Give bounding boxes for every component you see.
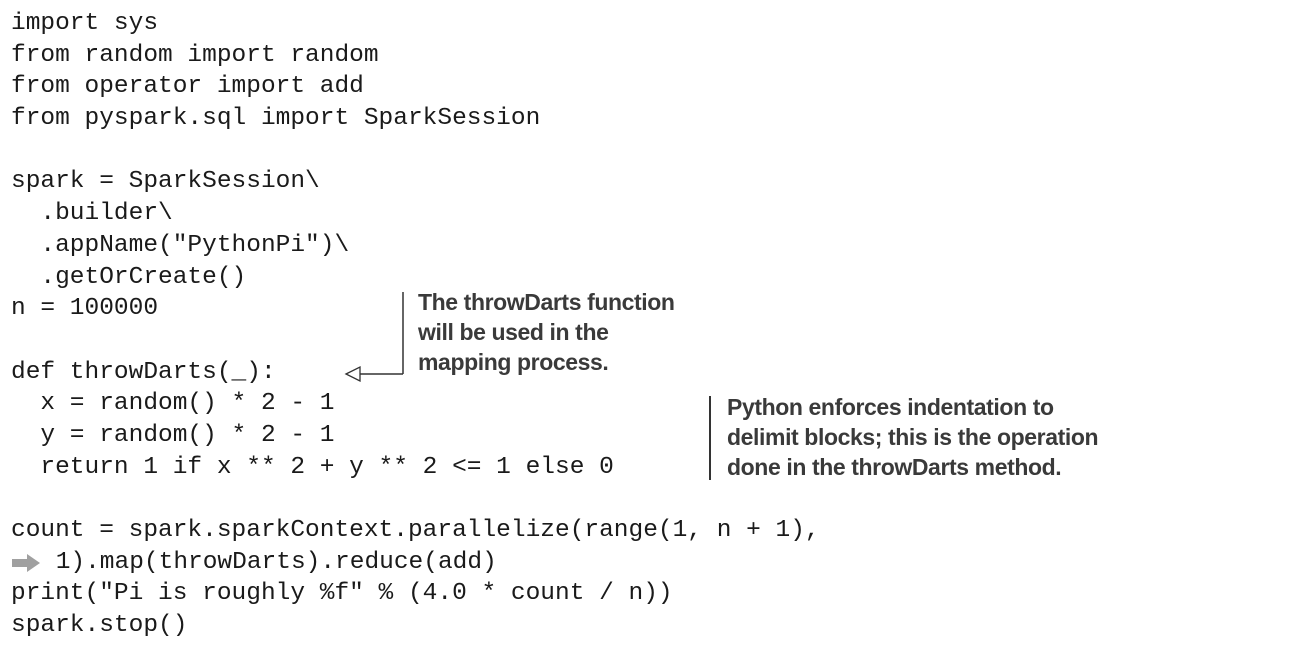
annotation-line: mapping process. — [418, 349, 609, 375]
code-text: .getOrCreate() — [11, 263, 247, 291]
code-text: count = spark.sparkContext.parallelize(r… — [11, 517, 820, 544]
code-line-continued: 1).map(throwDarts).reduce(add) — [11, 547, 820, 579]
code-line: import sys — [11, 8, 820, 40]
code-text: return 1 if x ** 2 + y ** 2 <= 1 else 0 — [11, 453, 614, 481]
annotation-line: delimit blocks; this is the operation — [727, 424, 1099, 450]
code-line: y = random() * 2 - 1 — [11, 420, 820, 452]
code-text: .appName("PythonPi")\ — [11, 231, 350, 259]
code-text: x = random() * 2 - 1 — [11, 390, 335, 418]
code-text: y = random() * 2 - 1 — [11, 421, 335, 449]
code-text: def throwDarts(_): — [11, 358, 276, 386]
code-line: spark.stop() — [11, 610, 820, 642]
code-text: import sys — [11, 10, 159, 37]
code-line: .getOrCreate() — [11, 262, 820, 294]
code-line: print("Pi is roughly %f" % (4.0 * count … — [11, 578, 820, 610]
annotation-throwdarts-function: The throwDarts function will be used in … — [418, 287, 675, 377]
code-text: from operator import add — [11, 73, 364, 101]
code-text: .builder\ — [11, 200, 173, 228]
annotation-line: done in the throwDarts method. — [727, 454, 1062, 480]
code-line: count = spark.sparkContext.parallelize(r… — [11, 515, 820, 547]
code-line: spark = SparkSession\ — [11, 166, 820, 198]
code-text: from pyspark.sql import SparkSession — [11, 105, 541, 133]
code-text: spark = SparkSession\ — [11, 168, 320, 196]
code-text: 1).map(throwDarts).reduce(add) — [41, 548, 497, 576]
code-listing: import sys from random import random fro… — [11, 8, 820, 642]
annotation-line: The throwDarts function — [418, 289, 675, 315]
code-line: from pyspark.sql import SparkSession — [11, 103, 820, 135]
annotation-indentation: Python enforces indentation to delimit b… — [727, 392, 1099, 482]
code-line: from operator import add — [11, 71, 820, 103]
code-line: from random import random — [11, 40, 820, 72]
annotation-line: will be used in the — [418, 319, 609, 345]
code-line: .appName("PythonPi")\ — [11, 230, 820, 262]
code-line: return 1 if x ** 2 + y ** 2 <= 1 else 0 — [11, 452, 820, 484]
code-line: x = random() * 2 - 1 — [11, 388, 820, 420]
code-line: def throwDarts(_): — [11, 357, 820, 389]
code-text: from random import random — [11, 41, 379, 69]
line-continuation-arrow-icon — [12, 553, 40, 572]
code-text: n = 100000 — [11, 295, 159, 323]
code-text: spark.stop() — [11, 612, 188, 640]
code-text: print("Pi is roughly %f" % (4.0 * count … — [11, 580, 673, 608]
code-line: n = 100000 — [11, 293, 820, 325]
code-line: .builder\ — [11, 198, 820, 230]
annotation-line: Python enforces indentation to — [727, 394, 1054, 420]
callout-bracket-bar — [709, 396, 711, 480]
